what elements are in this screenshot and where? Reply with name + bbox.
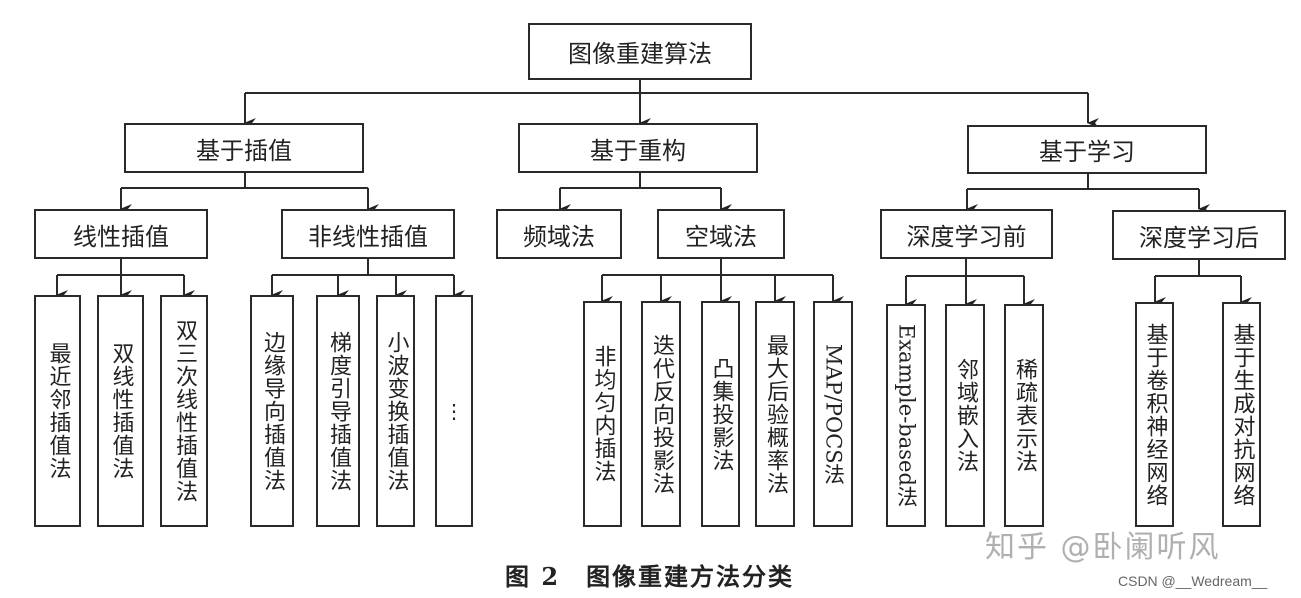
- leaf-map: 最大后验概率法: [755, 301, 795, 527]
- leaf-pocs: 凸集投影法: [701, 301, 740, 527]
- node-post-deep-learning: 深度学习后: [1112, 210, 1286, 260]
- node-frequency-domain: 频域法: [496, 209, 622, 259]
- leaf-label: 双三次线性插值法: [172, 319, 197, 503]
- leaf-label: 边缘导向插值法: [260, 330, 285, 492]
- leaf-label: 非均匀内插法: [590, 345, 616, 483]
- leaf-ellipsis: ⋮: [435, 295, 473, 527]
- leaf-iterative-back-projection: 迭代反向投影法: [641, 301, 681, 527]
- zhihu-watermark: 知乎 @卧阑听风: [985, 530, 1221, 565]
- node-label: 基于学习: [1039, 138, 1135, 166]
- node-pre-deep-learning: 深度学习前: [880, 209, 1053, 259]
- leaf-label: Example-based法: [894, 324, 919, 507]
- csdn-watermark: CSDN @__Wedream__: [1118, 573, 1268, 589]
- node-learning-based: 基于学习: [967, 125, 1207, 174]
- node-nonlinear-interpolation: 非线性插值: [281, 209, 455, 259]
- leaf-label: 基于卷积神经网络: [1142, 322, 1168, 507]
- leaf-example-based: Example-based法: [886, 304, 926, 527]
- leaf-gan-based: 基于生成对抗网络: [1222, 302, 1261, 527]
- leaf-map-pocs: MAP/POCS法: [813, 301, 853, 527]
- leaf-label: MAP/POCS法: [821, 343, 846, 485]
- leaf-label: 小波变换插值法: [383, 330, 409, 492]
- node-label: 深度学习前: [906, 222, 1027, 251]
- node-label: 基于重构: [590, 136, 686, 165]
- leaf-label: 最近邻插值法: [45, 342, 71, 480]
- node-label: 基于插值: [196, 136, 292, 165]
- figure-number: 图 2: [505, 562, 561, 591]
- node-label: 线性插值: [73, 222, 169, 251]
- leaf-bilinear: 双线性插值法: [97, 295, 144, 527]
- root-label: 图像重建算法: [568, 40, 712, 68]
- figure-title: 图像重建方法分类: [586, 562, 795, 591]
- leaf-cnn-based: 基于卷积神经网络: [1135, 302, 1174, 527]
- leaf-label: 凸集投影法: [708, 356, 734, 472]
- ellipsis-label: ⋮: [444, 399, 464, 423]
- leaf-label: 梯度引导插值法: [326, 330, 351, 492]
- leaf-label: 双线性插值法: [108, 342, 134, 480]
- leaf-bicubic: 双三次线性插值法: [160, 295, 208, 527]
- leaf-sparse-representation: 稀疏表示法: [1004, 304, 1044, 527]
- node-label: 空域法: [685, 222, 757, 251]
- leaf-nearest-neighbor: 最近邻插值法: [34, 295, 81, 527]
- node-label: 非线性插值: [308, 222, 428, 251]
- node-linear-interpolation: 线性插值: [34, 209, 208, 259]
- node-label: 频域法: [523, 222, 595, 251]
- node-interpolation-based: 基于插值: [124, 123, 364, 173]
- leaf-label: 最大后验概率法: [763, 333, 788, 495]
- leaf-neighbor-embedding: 邻域嵌入法: [945, 304, 985, 527]
- leaf-label: 稀疏表示法: [1012, 358, 1037, 473]
- leaf-label: 邻域嵌入法: [953, 358, 978, 473]
- leaf-wavelet: 小波变换插值法: [376, 295, 415, 527]
- figure-caption: 图 2 图像重建方法分类: [505, 557, 794, 592]
- node-label: 深度学习后: [1139, 223, 1259, 252]
- leaf-label: 基于生成对抗网络: [1229, 322, 1255, 507]
- node-reconstruction-based: 基于重构: [518, 123, 758, 173]
- root-node: 图像重建算法: [528, 23, 752, 80]
- leaf-label: 迭代反向投影法: [649, 333, 674, 495]
- node-spatial-domain: 空域法: [657, 209, 785, 259]
- leaf-edge-directed: 边缘导向插值法: [250, 295, 294, 527]
- leaf-gradient-guided: 梯度引导插值法: [316, 295, 360, 527]
- leaf-nonuniform-interpolation: 非均匀内插法: [583, 301, 622, 527]
